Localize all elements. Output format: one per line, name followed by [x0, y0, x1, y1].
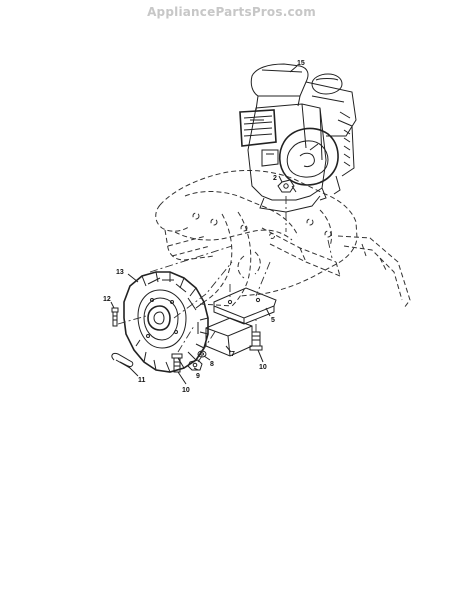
clevis-pin	[111, 307, 119, 327]
engine	[239, 63, 357, 213]
callout-8: 8	[210, 361, 214, 368]
leader-lines	[110, 65, 298, 385]
callout-12: 12	[103, 296, 111, 303]
lock-washer	[197, 350, 207, 358]
hairpin-clip	[111, 353, 134, 369]
tiller-frame-outline	[149, 169, 411, 309]
callout-2: 2	[273, 175, 277, 182]
callout-10-right: 10	[259, 364, 267, 371]
callout-13: 13	[116, 269, 124, 276]
tire-wheel	[123, 271, 209, 373]
callout-7: 7	[231, 351, 235, 358]
callout-5: 5	[271, 317, 275, 324]
assembly-center-lines	[117, 196, 333, 363]
carriage-bolt-right	[249, 331, 263, 351]
hex-nut	[277, 179, 295, 193]
watermark: AppliancePartsPros.com	[147, 5, 316, 19]
callout-9: 9	[196, 373, 200, 380]
callout-11: 11	[138, 377, 146, 384]
callout-15: 15	[297, 60, 305, 67]
carriage-bolt-left	[171, 353, 183, 373]
callout-labels: 15 2 13 12 5 10 10 7 8 9 11	[103, 60, 305, 394]
callout-10-left: 10	[182, 387, 190, 394]
flange-nut	[187, 359, 203, 371]
